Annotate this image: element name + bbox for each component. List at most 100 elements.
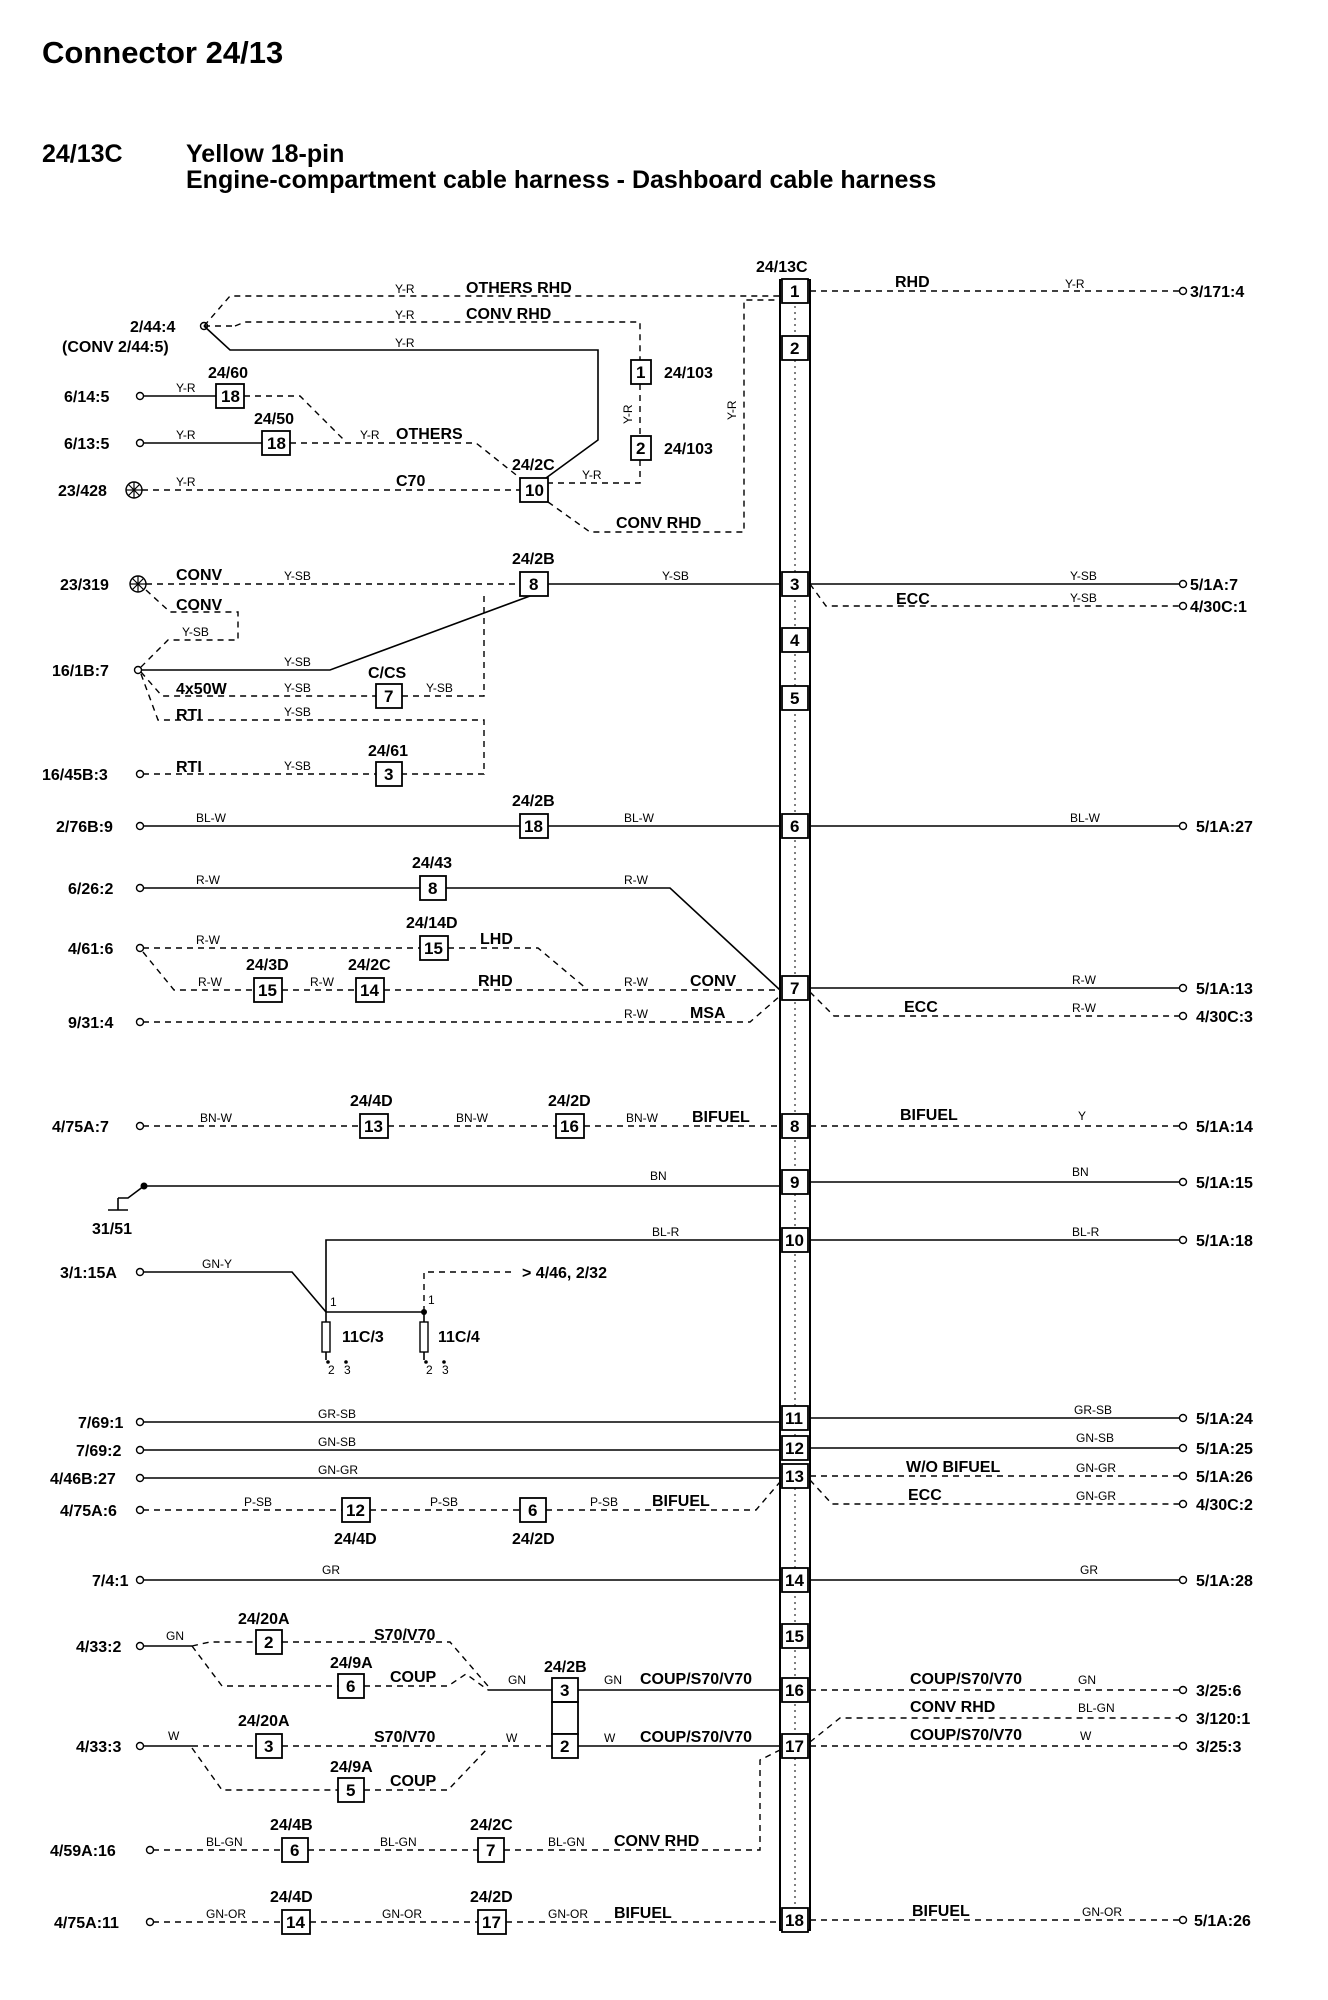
wire-color-label: BL-GN: [380, 1835, 417, 1849]
terminal-5-1a-28: 5/1A:28: [1196, 1573, 1253, 1590]
wire-color-label: Y-R: [395, 282, 415, 296]
wire-color-label: P-SB: [244, 1495, 272, 1509]
note-s70-v70: S70/V70: [374, 1627, 435, 1644]
connector-pin-label: 9: [790, 1173, 799, 1192]
connector-pin-label: 8: [790, 1117, 799, 1136]
wire-color-label: R-W: [1072, 1001, 1097, 1015]
component-24-2b: 24/2B: [512, 551, 555, 568]
component-11c-3: 11C/3: [342, 1329, 384, 1346]
terminal-5-1a-18: 5/1A:18: [1196, 1233, 1253, 1250]
wire-color-label: R-W: [198, 975, 223, 989]
circuit-pins11-13: 7/69:1 GR-SB 5/1A:24 GR-SB 7/69:2 GN-SB …: [50, 1403, 1253, 1548]
connector-pin-3: [781, 571, 809, 597]
wire-color-label: Y-SB: [284, 759, 311, 773]
circuit-pin9: 31/51 BN 5/1A:15 BN: [92, 1165, 1253, 1238]
wire-color-label: GR-SB: [1074, 1403, 1112, 1417]
wire-color-label: BL-R: [1072, 1225, 1100, 1239]
note-bifuel: BIFUEL: [900, 1107, 958, 1124]
terminal-4-61-6: 4/61:6: [68, 941, 113, 958]
wire-color-label: R-W: [310, 975, 335, 989]
component-24-4d: 24/4D: [350, 1093, 393, 1110]
note-conv-rhd: CONV RHD: [910, 1699, 995, 1716]
connector-pin-7: [781, 975, 809, 1001]
wire-color-label: GR: [1080, 1563, 1098, 1577]
terminal-5-1a-26: 5/1A:26: [1194, 1913, 1251, 1930]
component-24-14d: 24/14D: [406, 915, 458, 932]
reference-4-46-2-32: > 4/46, 2/32: [522, 1265, 607, 1282]
box-num: 1: [330, 1295, 337, 1309]
box-num: 8: [428, 879, 437, 898]
note-bifuel: BIFUEL: [912, 1903, 970, 1920]
box-num: 3: [344, 1363, 351, 1377]
box-num: 6: [346, 1677, 355, 1696]
terminal-4-30c-2: 4/30C:2: [1196, 1497, 1253, 1514]
box-num: 14: [286, 1913, 305, 1932]
circuit-pin14: 7/4:1 GR 5/1A:28 GR: [92, 1563, 1253, 1590]
terminal-16-45b-3: 16/45B:3: [42, 767, 108, 784]
box-num: 8: [529, 575, 538, 594]
connector-pin-label: 13: [785, 1467, 804, 1486]
box-num: 2: [328, 1363, 335, 1377]
note-4x50w: 4x50W: [176, 681, 228, 698]
box-num: 5: [346, 1781, 355, 1800]
component-24-43: 24/43: [412, 855, 452, 872]
box-num: 18: [221, 387, 240, 406]
component-24-2d: 24/2D: [470, 1889, 513, 1906]
box-num: 18: [524, 817, 543, 836]
terminal-7-4-1: 7/4:1: [92, 1573, 129, 1590]
wire-color-label: R-W: [624, 975, 649, 989]
wire-color-label: W: [1080, 1729, 1092, 1743]
component-24-103: 24/103: [664, 365, 713, 382]
wire-color-label: Y-SB: [662, 569, 689, 583]
wire-color-label: BL-W: [624, 811, 655, 825]
wire-color-label: Y-R: [582, 468, 602, 482]
box-num: 15: [424, 939, 443, 958]
note-lhd: LHD: [480, 931, 513, 948]
box-num: 17: [482, 1913, 501, 1932]
circuit-pin8: 4/75A:7 BN-W 13 24/4D BN-W 16 24/2D BN-W…: [52, 1093, 1253, 1139]
wire-color-label: GN-OR: [1082, 1905, 1122, 1919]
component-24-20a: 24/20A: [238, 1611, 290, 1628]
connector-id: 24/13C: [42, 140, 123, 168]
note-s70-v70: S70/V70: [374, 1729, 435, 1746]
note-others-rhd: OTHERS RHD: [466, 280, 572, 297]
box-num: 12: [346, 1501, 365, 1520]
box-num: 2: [264, 1633, 273, 1652]
terminal-9-31-4: 9/31:4: [68, 1015, 113, 1032]
terminal-5-1a-13: 5/1A:13: [1196, 981, 1253, 998]
wire-color-label: Y-R: [176, 475, 196, 489]
wire-color-label: R-W: [624, 1007, 649, 1021]
note-coup-s70-v70: COUP/S70/V70: [640, 1671, 752, 1688]
connector-pin-9: [781, 1169, 809, 1195]
wire-color-label: Y-SB: [284, 569, 311, 583]
component-24-2d: 24/2D: [512, 1531, 555, 1548]
terminal-6-26-2: 6/26:2: [68, 881, 113, 898]
wire-color-label: Y-R: [176, 381, 196, 395]
box-num: 2: [560, 1737, 569, 1756]
terminal-7-69-1: 7/69:1: [78, 1415, 123, 1432]
note-coup: COUP: [390, 1669, 437, 1686]
note-conv-rhd: CONV RHD: [616, 515, 701, 532]
wire-color-label: Y-SB: [182, 625, 209, 639]
connector-pin-label: 15: [785, 1627, 804, 1646]
component-c-cs: C/CS: [368, 665, 407, 682]
wire-color-label: Y-SB: [1070, 591, 1097, 605]
wire-color-label: W: [506, 1731, 518, 1745]
box-num: 3: [264, 1737, 273, 1756]
box-num: 1: [428, 1293, 435, 1307]
wire-color-label: GN-GR: [318, 1463, 358, 1477]
connector-pin-11: [781, 1405, 809, 1431]
circuit-pin3: 23/319 CONV Y-SB CONV Y-SB 8 24/2B Y-SB …: [42, 551, 1247, 787]
connector-pin-label: 1: [790, 282, 799, 301]
wire-color-label: Y-R: [395, 336, 415, 350]
wire-color-label: Y-SB: [284, 705, 311, 719]
box-num: 15: [258, 981, 277, 1000]
terminal-3-120-1: 3/120:1: [1196, 1711, 1250, 1728]
connector-pin-label: 5: [790, 689, 799, 708]
wire-color-label: GN-OR: [382, 1907, 422, 1921]
wire-color-label: BN-W: [626, 1111, 659, 1125]
box-num: 16: [560, 1117, 579, 1136]
note-ecc: ECC: [908, 1487, 942, 1504]
